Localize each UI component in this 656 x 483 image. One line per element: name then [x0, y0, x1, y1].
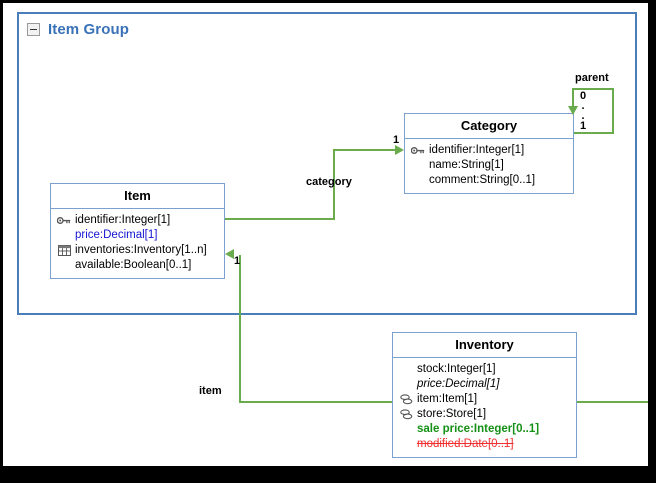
attribute-text: modified:Date[0..1] — [417, 438, 514, 450]
class-attributes-inventory: stock:Integer[1] price:Decimal[1] item:I… — [393, 358, 576, 457]
attribute-row[interactable]: item:Item[1] — [393, 392, 576, 407]
class-attributes-category: identifier:Integer[1] name:String[1] com… — [405, 139, 573, 193]
edge-parent-v-left — [572, 88, 574, 108]
class-name-item: Item — [51, 184, 224, 209]
attribute-row[interactable]: name:String[1] — [405, 158, 573, 173]
edge-mult-item: 1 — [234, 255, 241, 267]
chain-icon — [398, 394, 414, 406]
attribute-text: comment:String[0..1] — [429, 174, 536, 186]
attribute-text: store:Store[1] — [417, 408, 487, 420]
edge-item-h — [239, 401, 394, 403]
grid-icon — [56, 245, 72, 257]
no-icon — [56, 260, 72, 272]
edge-label-parent: parent — [575, 72, 609, 84]
attribute-text: stock:Integer[1] — [417, 363, 496, 375]
attribute-text: item:Item[1] — [417, 393, 478, 405]
edge-store-h — [577, 401, 648, 403]
no-icon — [410, 175, 426, 187]
edge-category-h2 — [333, 149, 397, 151]
key-icon — [410, 145, 426, 157]
no-icon — [398, 424, 414, 436]
no-icon — [56, 230, 72, 242]
attribute-row[interactable]: price:Decimal[1] — [51, 228, 224, 243]
package-title: Item Group — [48, 21, 130, 38]
edge-label-item: item — [199, 385, 222, 397]
class-box-category[interactable]: Category identifier:Integer[1] name:Stri… — [404, 113, 574, 194]
class-box-item[interactable]: Item identifier:Integer[1] price:Decimal… — [50, 183, 225, 279]
attribute-row[interactable]: available:Boolean[0..1] — [51, 258, 224, 273]
class-name-inventory: Inventory — [393, 333, 576, 358]
attribute-row[interactable]: stock:Integer[1] — [393, 362, 576, 377]
diagram-canvas: Item Group category 1 parent 0..1 item 1… — [3, 3, 648, 466]
attribute-row[interactable]: inventories:Inventory[1..n] — [51, 243, 224, 258]
edge-item-v — [239, 255, 241, 403]
attribute-text: identifier:Integer[1] — [75, 214, 171, 226]
arrowhead-item — [225, 249, 234, 259]
arrowhead-parent — [568, 106, 578, 115]
edge-parent-v-right — [612, 88, 614, 134]
edge-category-v — [333, 149, 335, 220]
attribute-text: price:Decimal[1] — [75, 229, 158, 241]
class-box-inventory[interactable]: Inventory stock:Integer[1] price:Decimal… — [392, 332, 577, 458]
attribute-text: available:Boolean[0..1] — [75, 259, 192, 271]
attribute-row[interactable]: identifier:Integer[1] — [405, 143, 573, 158]
edge-parent-h-bottom — [574, 132, 614, 134]
attribute-text: inventories:Inventory[1..n] — [75, 244, 207, 256]
no-icon — [410, 160, 426, 172]
arrowhead-category — [395, 145, 404, 155]
attribute-row[interactable]: comment:String[0..1] — [405, 173, 573, 188]
class-name-category: Category — [405, 114, 573, 139]
edge-mult-parent: 0..1 — [577, 90, 589, 130]
no-icon — [398, 439, 414, 451]
edge-parent-h-top — [572, 88, 614, 90]
attribute-row[interactable]: modified:Date[0..1] — [393, 437, 576, 452]
edge-label-category: category — [306, 176, 352, 188]
no-icon — [398, 364, 414, 376]
edge-mult-category: 1 — [393, 134, 400, 146]
no-icon — [398, 379, 414, 391]
class-attributes-item: identifier:Integer[1] price:Decimal[1] i — [51, 209, 224, 278]
attribute-text: price:Decimal[1] — [417, 378, 500, 390]
attribute-row[interactable]: identifier:Integer[1] — [51, 213, 224, 228]
key-icon — [56, 215, 72, 227]
minus-box-icon[interactable] — [27, 23, 40, 36]
attribute-text: identifier:Integer[1] — [429, 144, 525, 156]
package-header: Item Group — [27, 21, 129, 38]
attribute-row[interactable]: price:Decimal[1] — [393, 377, 576, 392]
package-item-group[interactable] — [17, 12, 637, 315]
attribute-text: name:String[1] — [429, 159, 504, 171]
attribute-row[interactable]: store:Store[1] — [393, 407, 576, 422]
attribute-text: sale price:Integer[0..1] — [417, 423, 540, 435]
chain-icon — [398, 409, 414, 421]
attribute-row[interactable]: sale price:Integer[0..1] — [393, 422, 576, 437]
edge-category-h1 — [225, 218, 335, 220]
